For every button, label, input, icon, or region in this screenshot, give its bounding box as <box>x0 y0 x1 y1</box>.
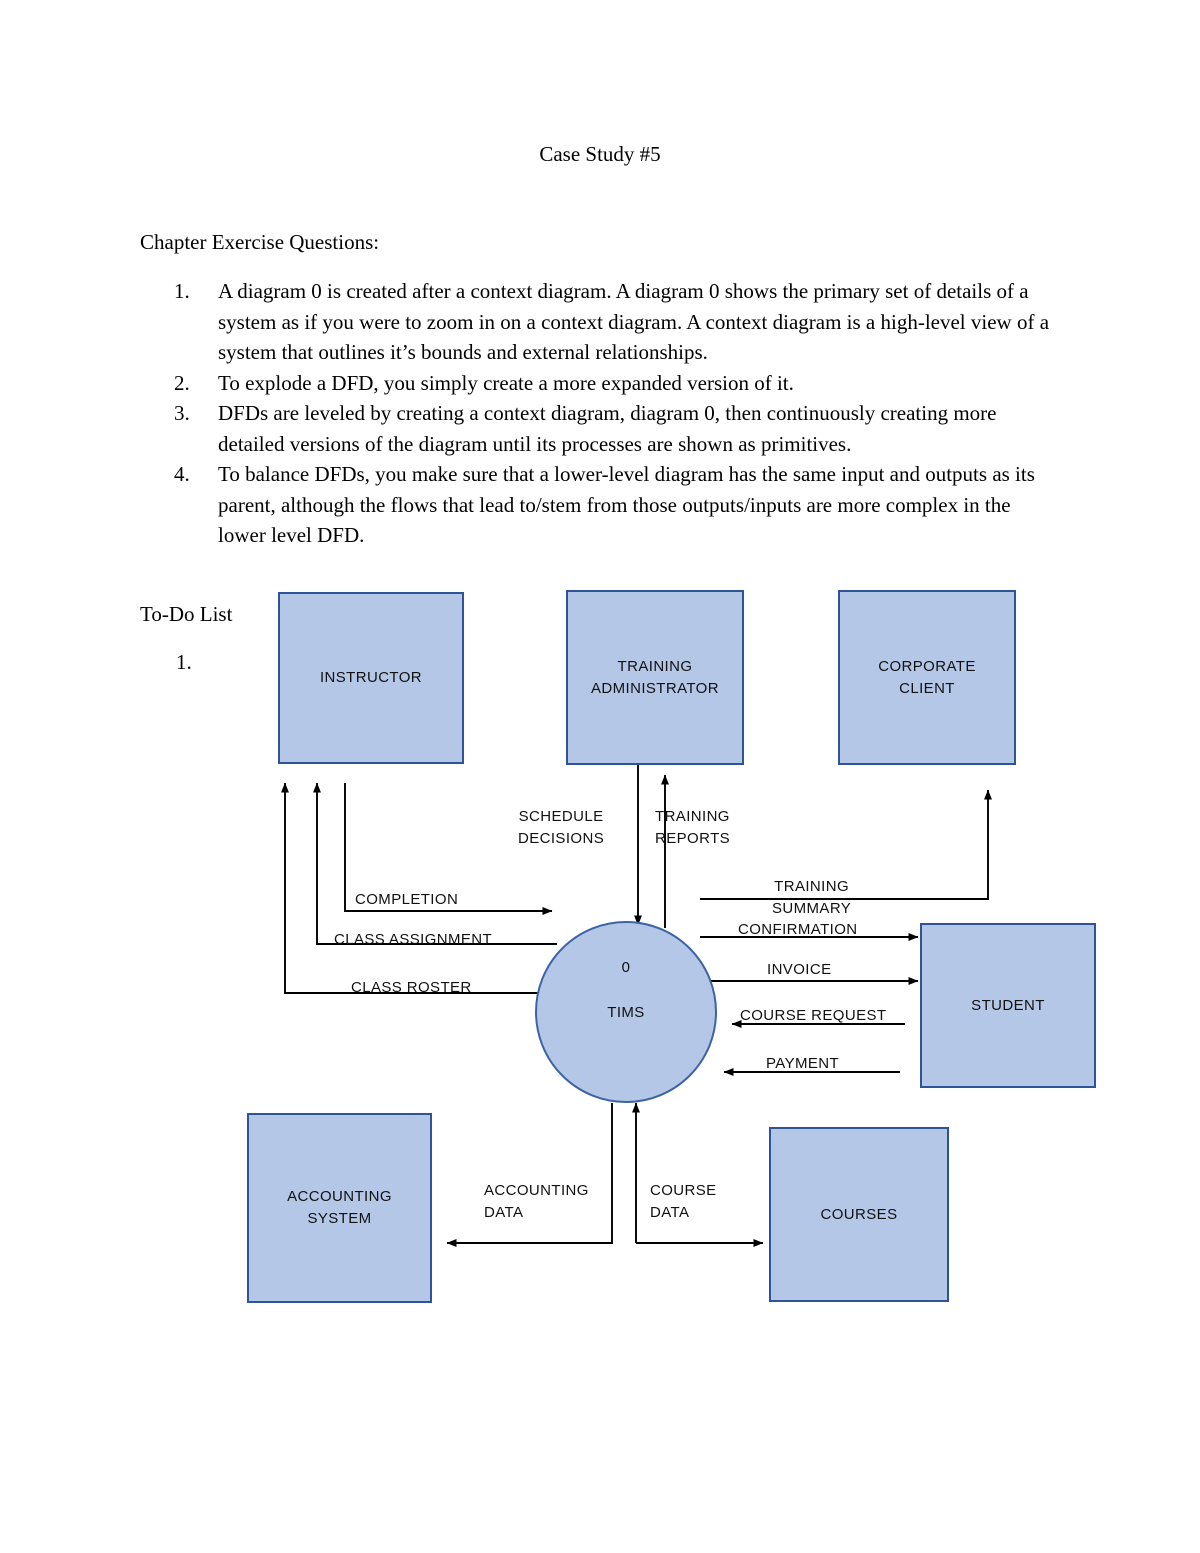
entity-label: COURSES <box>820 1205 898 1223</box>
entity-label: CORPORATE CLIENT <box>878 657 976 697</box>
list-item: 1. A diagram 0 is created after a contex… <box>140 276 1060 368</box>
flow-label-confirmation: CONFIRMATION <box>738 921 858 938</box>
list-item-number: 2. <box>174 370 190 395</box>
entity-accounting-system: ACCOUNTING SYSTEM <box>247 1113 432 1303</box>
flow-class-roster <box>281 782 540 994</box>
entity-courses: COURSES <box>769 1127 949 1302</box>
flow-accounting-data <box>446 1103 613 1247</box>
flow-label-course-request: COURSE REQUEST <box>740 1007 887 1024</box>
flow-label-training-reports: TRAINING REPORTS <box>655 808 731 847</box>
entity-label: TRAINING ADMINISTRATOR <box>591 657 719 697</box>
flow-label-class-roster: CLASS ROSTER <box>351 979 472 996</box>
flow-label-schedule-decisions: SCHEDULE DECISIONS <box>518 808 605 847</box>
entity-label: INSTRUCTOR <box>319 669 423 686</box>
flow-label-accounting-data: ACCOUNTING DATA <box>484 1182 589 1221</box>
list-item-text: To explode a DFD, you simply create a mo… <box>218 370 794 395</box>
entity-label: ACCOUNTING SYSTEM <box>287 1188 392 1227</box>
list-item: 2. To explode a DFD, you simply create a… <box>140 368 1060 399</box>
flow-completion <box>344 783 553 915</box>
flow-label-completion: COMPLETION <box>355 891 459 908</box>
process-number: 0 <box>621 959 631 976</box>
list-item-number: 3. <box>174 401 190 425</box>
flow-label-invoice: INVOICE <box>767 961 832 978</box>
list-item-text: DFDs are leveled by creating a context d… <box>218 401 997 456</box>
list-item: 3. DFDs are leveled by creating a contex… <box>140 398 1060 459</box>
list-item-number: 4. <box>174 462 190 486</box>
entity-student: STUDENT <box>920 923 1096 1088</box>
entity-instructor: INSTRUCTOR <box>278 592 464 764</box>
process-label: TIMS <box>607 1004 645 1021</box>
flow-training-summary <box>700 789 992 900</box>
list-item-text: To balance DFDs, you make sure that a lo… <box>218 462 1035 547</box>
entity-corporate-client: CORPORATE CLIENT <box>838 590 1016 765</box>
flow-class-assignment <box>313 782 557 945</box>
todo-list-item-number: 1. <box>176 650 192 674</box>
process-tims: 0 TIMS <box>535 921 717 1103</box>
todo-list-label: To-Do List <box>140 602 233 626</box>
section-heading: Chapter Exercise Questions: <box>140 230 380 254</box>
list-item: 4. To balance DFDs, you make sure that a… <box>140 459 1060 551</box>
page-title: Case Study #5 <box>539 142 661 166</box>
list-item-text: A diagram 0 is created after a context d… <box>218 279 1050 364</box>
flow-label-training-summary: TRAINING SUMMARY <box>772 878 852 917</box>
flow-label-class-assignment: CLASS ASSIGNMENT <box>334 931 493 948</box>
list-item-number: 1. <box>174 279 190 303</box>
entity-training-administrator: TRAINING ADMINISTRATOR <box>566 590 744 765</box>
flow-label-course-data: COURSE DATA <box>650 1182 717 1221</box>
exercise-question-list: 1. A diagram 0 is created after a contex… <box>140 276 1060 551</box>
flow-label-payment: PAYMENT <box>766 1055 840 1072</box>
entity-label: STUDENT <box>971 996 1045 1014</box>
